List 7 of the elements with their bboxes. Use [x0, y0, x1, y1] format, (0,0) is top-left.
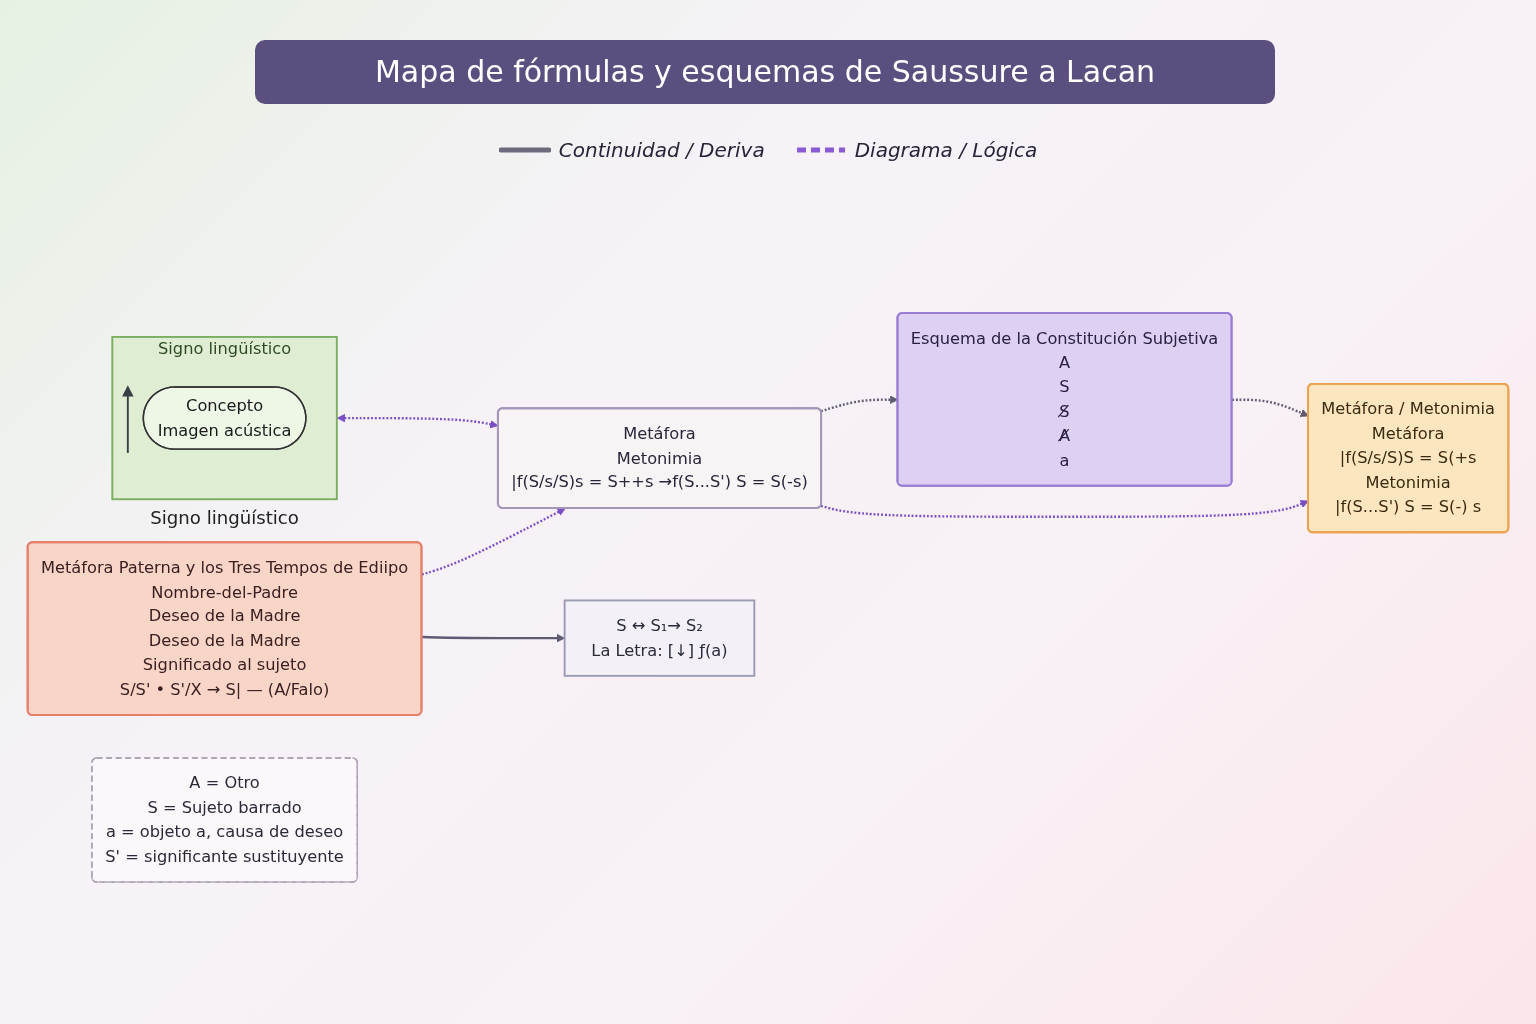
arrow — [421, 508, 566, 576]
title-banner: Mapa de fórmulas y esquemas de Saussure a Lacan — [255, 40, 1275, 104]
arrow — [421, 633, 565, 643]
caption-text: Signo lingüístico — [150, 507, 299, 529]
legend-label: Continuidad / Deriva — [558, 138, 765, 162]
node-box: S ↔ S₁→ S₂ La Letra: [↓] ƒ(a) — [563, 599, 756, 677]
legend-label: Diagrama / Lógica — [854, 138, 1038, 162]
